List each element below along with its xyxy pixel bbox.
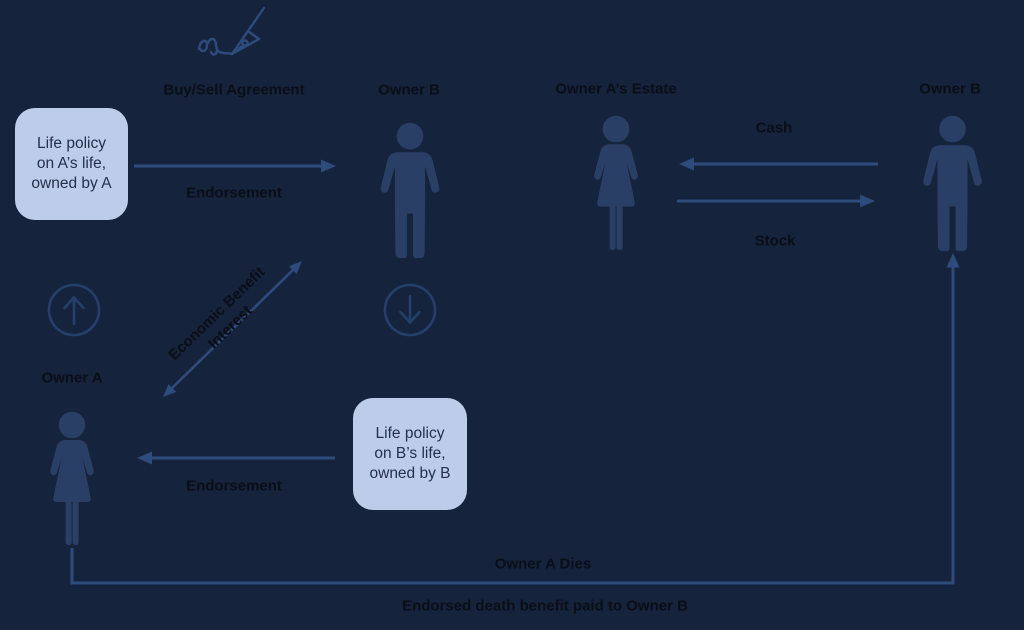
policy-b-box: Life policy on B’s life, owned by B xyxy=(353,398,467,510)
owner-b-label-left: Owner B xyxy=(378,81,440,99)
owner-a-estate-label: Owner A’s Estate xyxy=(555,80,677,98)
stock-arrow xyxy=(677,194,875,208)
circle-up-arrow-icon xyxy=(47,283,101,337)
buy-sell-agreement-label: Buy/Sell Agreement xyxy=(163,81,305,99)
pen-signature-icon xyxy=(197,6,266,56)
circle-down-arrow-icon xyxy=(383,283,437,337)
economic-benefit-arrow xyxy=(163,261,302,397)
endorsed-death-benefit-label: Endorsed death benefit paid to Owner B xyxy=(402,597,688,615)
male-person-icon-owner-b-right xyxy=(923,115,982,251)
policy-a-box: Life policy on A’s life, owned by A xyxy=(15,108,128,220)
endorsement-label-bottom: Endorsement xyxy=(186,477,282,495)
connectors xyxy=(70,157,960,585)
female-person-icon-owner-a xyxy=(50,411,94,545)
owner-a-label: Owner A xyxy=(41,369,103,387)
cash-arrow xyxy=(679,157,878,171)
death-benefit-path-arrow xyxy=(70,253,960,585)
female-person-icon-estate xyxy=(594,115,638,250)
stock-label: Stock xyxy=(754,232,796,250)
endorsement-arrow-a-to-b xyxy=(134,159,336,173)
owner-a-dies-label: Owner A Dies xyxy=(494,555,592,573)
cash-label: Cash xyxy=(755,119,793,137)
owner-b-label-right: Owner B xyxy=(919,80,981,98)
male-person-icon-owner-b xyxy=(380,122,440,258)
endorsement-label-top: Endorsement xyxy=(186,184,282,202)
endorsement-arrow-b-to-a xyxy=(137,451,335,465)
